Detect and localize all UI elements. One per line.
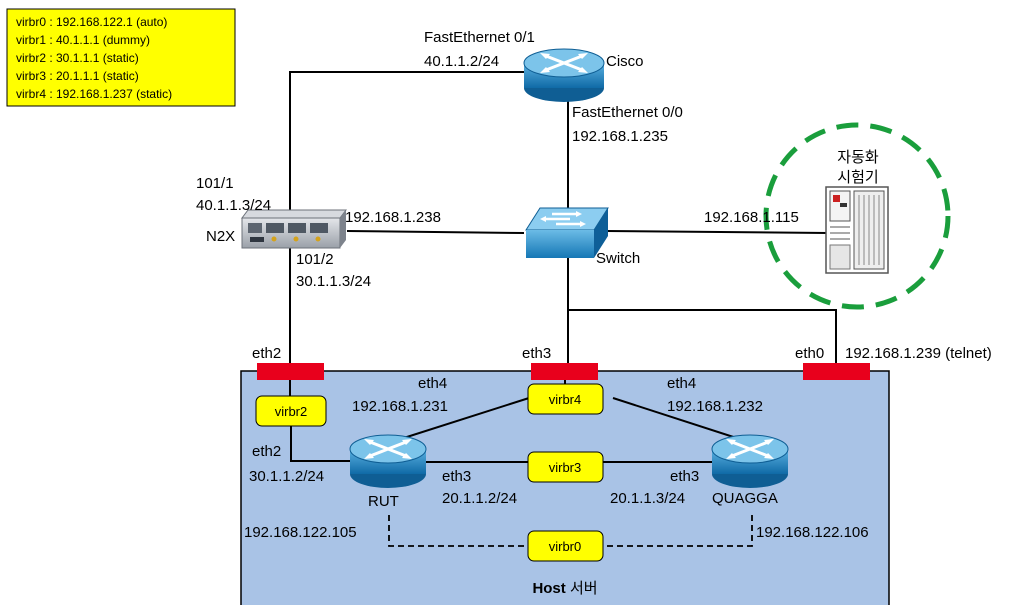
cisco-fe01-label: FastEthernet 0/1 [424,29,535,46]
rut-name: RUT [368,493,399,510]
bridge-label: virbr2 [275,404,308,419]
host-eth0-label: eth0 [795,345,824,362]
host-port-eth2 [257,363,324,380]
tester-name-line2: 시험기 [837,169,878,186]
quagga-router-icon [711,434,789,488]
link-switch-tester [605,230,829,234]
cisco-fe01-ip: 40.1.1.2/24 [424,53,499,70]
quagga-eth3-ip: 20.1.1.3/24 [610,490,685,507]
n2x-port2-label: 101/2 [296,251,334,268]
n2x-port1-label: 101/1 [196,175,234,192]
host-eth2-label: eth2 [252,345,281,362]
switch-icon [525,207,609,258]
host-eth0-ip: 192.168.1.239 (telnet) [845,345,992,362]
legend-line: virbr4 : 192.168.1.237 (static) [16,87,172,101]
legend-line: virbr2 : 30.1.1.1 (static) [16,51,139,65]
quagga-eth3-label: eth3 [670,468,699,485]
cisco-router-icon [523,48,605,102]
rut-router-icon [349,434,427,488]
n2x-switch-ip: 192.168.1.238 [345,209,441,226]
tester-server-icon [825,186,889,274]
legend-line: virbr3 : 20.1.1.1 (static) [16,69,139,83]
n2x-port2-ip: 30.1.1.3/24 [296,273,371,290]
quagga-eth4-ip: 192.168.1.232 [667,398,763,415]
link-switch-host-eth0 [568,309,837,363]
bridge-label: virbr0 [549,539,582,554]
link-virbr4-quagga [612,397,753,444]
bridge-virbr3: virbr3 [527,451,604,483]
tester-highlight-circle [763,122,951,310]
host-title: Host 서버 [532,580,597,597]
n2x-port1-ip: 40.1.1.3/24 [196,197,271,214]
rut-eth2-label: eth2 [252,443,281,460]
cisco-fe00-ip: 192.168.1.235 [572,128,668,145]
legend-line: virbr0 : 192.168.122.1 (auto) [16,15,167,29]
mgmt-dashed-links [388,515,753,547]
bridge-virbr0: virbr0 [527,530,604,562]
cisco-name: Cisco [606,53,644,70]
host-eth3-label: eth3 [522,345,551,362]
link-virbr4-rut [387,397,530,444]
n2x-device-icon [241,209,347,249]
link-n2x-switch [346,230,525,234]
link-quagga-virbr0 [603,515,753,547]
switch-name: Switch [596,250,640,267]
rut-eth3-ip: 20.1.1.2/24 [442,490,517,507]
link-cisco-n2x [289,71,524,215]
rut-eth2-ip: 30.1.1.2/24 [249,468,324,485]
legend-line: virbr1 : 40.1.1.1 (dummy) [16,33,150,47]
legend-box: virbr0 : 192.168.122.1 (auto) virbr1 : 4… [6,8,236,107]
host-port-eth0 [803,363,870,380]
host-port-eth3 [531,363,598,380]
tester-ip: 192.168.1.115 [704,209,799,226]
links [289,71,837,463]
host-title-bold: Host [532,580,565,597]
link-virbr2-rut [290,426,350,462]
cisco-fe00-label: FastEthernet 0/0 [572,104,683,121]
rut-eth4-ip: 192.168.1.231 [352,398,448,415]
bridge-label: virbr3 [549,460,582,475]
bridge-label: virbr4 [549,392,582,407]
n2x-name: N2X [206,228,235,245]
bridge-virbr4: virbr4 [527,383,604,415]
quagga-eth4-label: eth4 [667,375,696,392]
bridge-virbr2: virbr2 [255,395,327,427]
quagga-name: QUAGGA [712,490,778,507]
host-title-rest: 서버 [566,580,598,597]
rut-eth4-label: eth4 [418,375,447,392]
quagga-mgmt-ip: 192.168.122.106 [756,524,869,541]
link-rut-virbr0 [388,515,528,547]
rut-mgmt-ip: 192.168.122.105 [244,524,357,541]
tester-name-line1: 자동화 [837,149,879,166]
rut-eth3-label: eth3 [442,468,471,485]
